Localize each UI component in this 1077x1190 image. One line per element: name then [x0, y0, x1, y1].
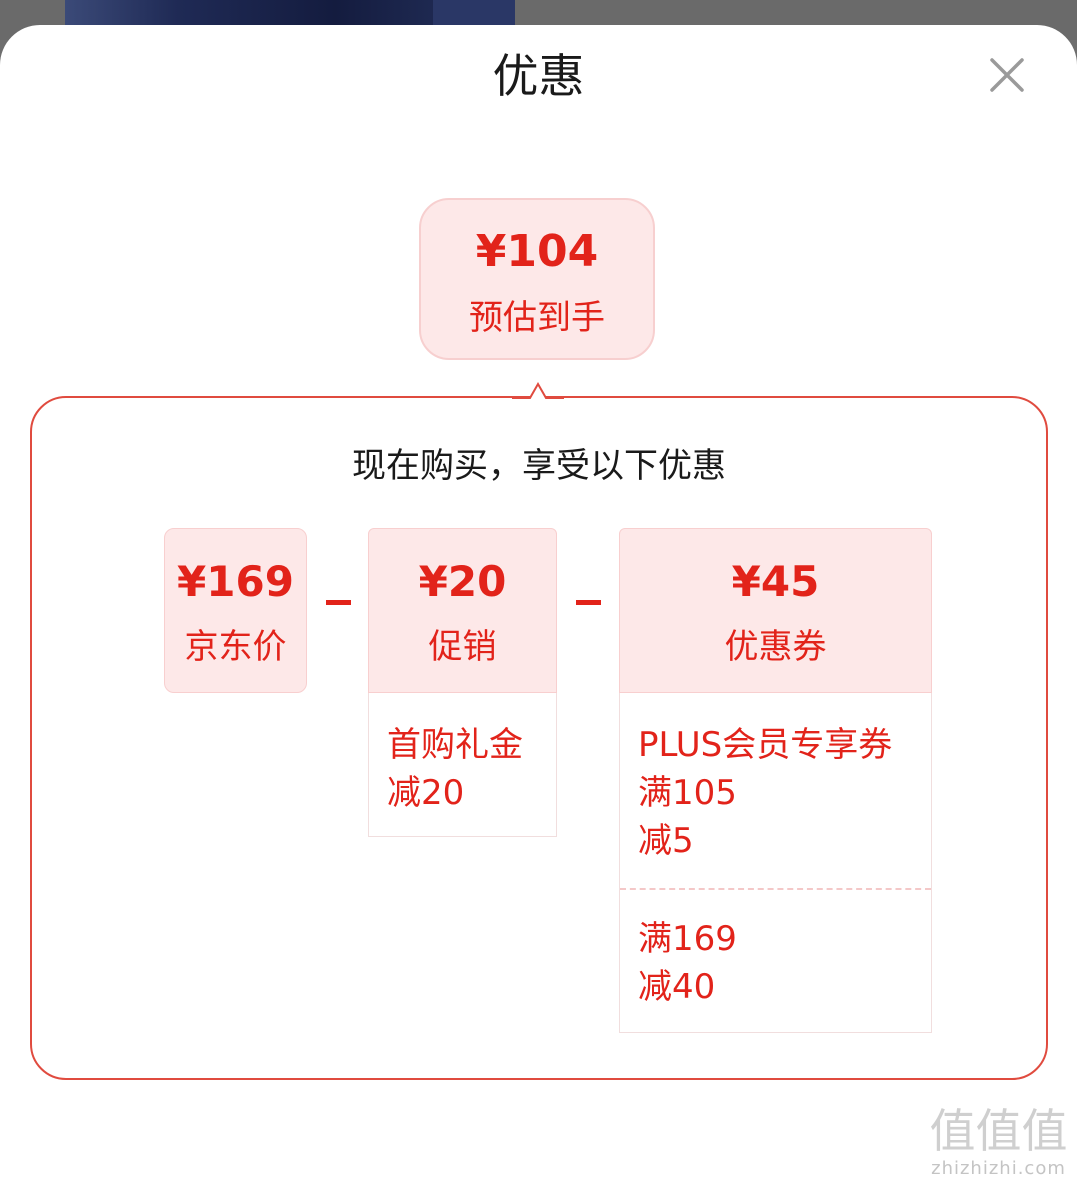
- panel-pointer: [512, 381, 564, 400]
- coupon-box: ¥45 优惠券: [619, 528, 932, 693]
- watermark: 值值值 zhizhizhi.com: [926, 1104, 1071, 1184]
- dialog-title: 优惠: [492, 49, 585, 103]
- coupon-detail-card: PLUS会员专享券 满105 减5 满169 减40: [619, 693, 932, 1033]
- jd-price-amount: ¥169: [177, 557, 294, 606]
- jd-price-label: 京东价: [184, 627, 287, 667]
- panel-heading: 现在购买，享受以下优惠: [352, 446, 726, 486]
- estimated-price-label: 预估到手: [469, 298, 605, 338]
- coupon-label: 优惠券: [724, 627, 827, 667]
- promotion-detail-text: 首购礼金 减20: [387, 725, 523, 813]
- minus-sign: [576, 600, 601, 605]
- coupon-divider: [620, 888, 931, 890]
- coupon-detail-full-reduction: 满169 减40: [638, 919, 737, 1007]
- promotion-amount: ¥20: [418, 557, 507, 606]
- watermark-url: zhizhizhi.com: [931, 1158, 1066, 1179]
- coupon-detail-plus: PLUS会员专享券 满105 减5: [638, 725, 893, 861]
- promotion-label: 促销: [428, 627, 497, 667]
- minus-sign: [326, 600, 351, 605]
- jd-price-box: ¥169 京东价: [164, 528, 307, 693]
- close-icon[interactable]: [984, 52, 1030, 98]
- promotion-box: ¥20 促销: [368, 528, 557, 693]
- coupon-amount: ¥45: [731, 557, 820, 606]
- estimated-price-bubble: ¥104 预估到手: [419, 198, 655, 360]
- estimated-price: ¥104: [475, 226, 599, 277]
- watermark-logo: 值值值: [929, 1104, 1068, 1158]
- promotion-detail-card: 首购礼金 减20: [368, 693, 557, 837]
